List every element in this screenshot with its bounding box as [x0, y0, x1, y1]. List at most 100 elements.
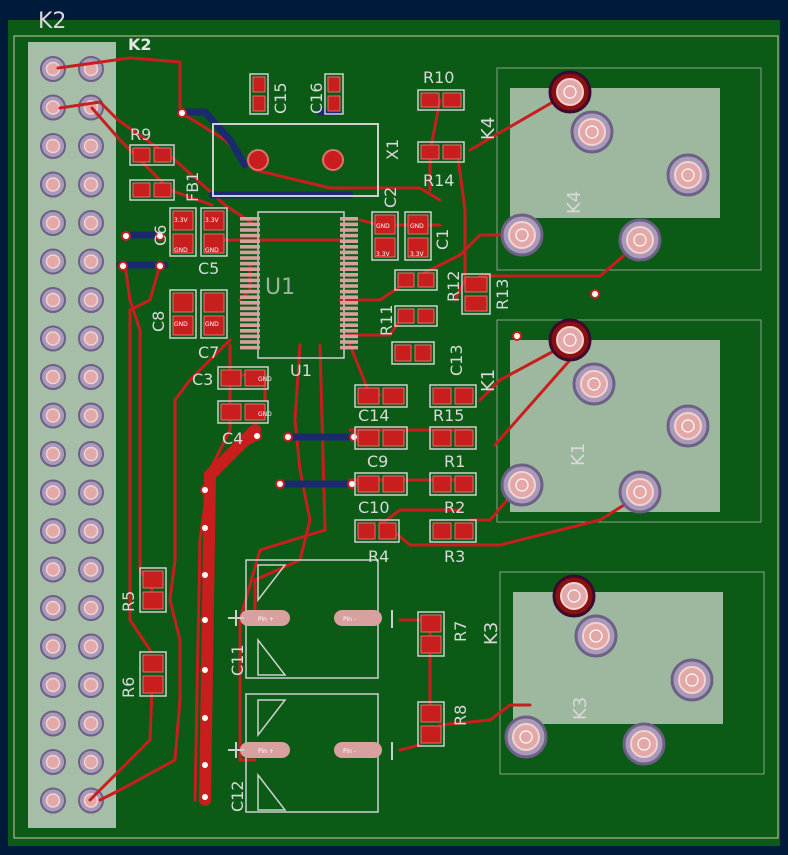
r5-body-pad-a: [142, 570, 164, 589]
via: [275, 479, 285, 489]
c10-body-pad-a: [357, 475, 380, 493]
via: [200, 615, 210, 625]
u1-pin-left: [240, 312, 260, 316]
u1-pin-right: [340, 334, 358, 339]
c8-body: [169, 289, 197, 339]
k2-pin-drill: [45, 677, 61, 693]
r13-body: [461, 273, 491, 315]
c1-label: C1: [433, 229, 452, 250]
c9-body-pad-b: [382, 429, 405, 447]
u1-pin-right: [340, 273, 358, 277]
k4-pad-area: [510, 88, 720, 218]
c5-body-pad-a: [203, 210, 225, 231]
r15-label: R15: [433, 406, 464, 425]
r12-label: R12: [444, 271, 463, 302]
r12-body: [394, 269, 438, 291]
c9-label: C9: [367, 452, 388, 471]
k2-pin-drill: [45, 408, 61, 423]
fb1-body-pad-a: [132, 182, 151, 198]
c12-pin-minus-label: Pin -: [343, 748, 356, 755]
k2-pin-drill: [45, 215, 61, 231]
k2-pin-drill: [83, 331, 99, 346]
r5-body: [139, 567, 167, 613]
r14-body-pad-b: [442, 144, 462, 160]
r7-body: [417, 611, 445, 657]
connector-pad-center: [585, 125, 599, 139]
k4-body: [496, 67, 762, 271]
connector-pad-center: [563, 333, 577, 347]
c5-v33-mark: 3.3V: [205, 217, 220, 224]
r9-body: [129, 144, 175, 166]
k2-pin-drill: [45, 639, 61, 654]
c8-label: C8: [149, 311, 168, 332]
r14-body: [417, 141, 465, 163]
connector-pad-drill: [580, 370, 608, 398]
connector-pad-drill: [508, 471, 536, 499]
c16-body-pad-b: [327, 95, 341, 112]
via: [200, 570, 210, 580]
c15-body: [249, 73, 269, 115]
r8-body-pad-a: [420, 704, 442, 723]
r9-body-pad-b: [153, 147, 172, 163]
r4-body-pad-b: [378, 522, 397, 540]
k2-pin-drill: [45, 754, 61, 770]
k3-pad-area: [513, 592, 723, 724]
u1-pin-left: [240, 289, 260, 294]
k1-inner-label: K1: [568, 443, 589, 466]
c10-body: [354, 472, 408, 496]
r15-body-pad-a: [432, 387, 452, 405]
u1-pin-right: [340, 217, 358, 221]
r3-label: R3: [444, 547, 465, 566]
u1-pin-left: [240, 217, 260, 221]
k3-body: [499, 571, 765, 775]
r8-body-pad-b: [420, 725, 442, 744]
x1-label: X1: [383, 139, 402, 160]
r11b-body-pad-a: [394, 344, 412, 362]
c4-body: [217, 400, 269, 424]
u1-pin-right: [340, 284, 358, 288]
k2-pin-drill: [83, 639, 99, 654]
c14-body-pad-a: [357, 387, 380, 405]
c11-marking: [257, 564, 287, 676]
c5-label: C5: [198, 259, 219, 278]
x1-outline: [212, 123, 379, 197]
u1-pin-right: [340, 228, 358, 232]
r5-body-pad-b: [142, 591, 164, 610]
via: [155, 261, 165, 271]
r6-body: [139, 651, 167, 697]
r1-body-pad-a: [432, 429, 452, 447]
u1-pin-left: [240, 301, 260, 305]
r11-body: [394, 305, 438, 327]
u1-pin-left: [240, 340, 260, 344]
x1-pad-2: [322, 149, 344, 171]
c5-gnd-mark: GND: [205, 247, 219, 254]
c3-body: [217, 366, 269, 390]
u1-pin-left: [240, 267, 260, 271]
u1-ghost-label: U1: [265, 275, 295, 300]
polarity-marks: [228, 610, 393, 760]
r6-body-pad-a: [142, 654, 164, 673]
connector-pad-center: [563, 85, 577, 99]
u1-pin-right: [340, 323, 358, 327]
k2-pin-drill: [83, 177, 99, 192]
c8-body-pad-a: [172, 292, 194, 313]
connector-pad-drill: [678, 666, 706, 694]
c7-gnd-mark: GND: [205, 321, 219, 328]
connector-pad-center: [567, 589, 581, 603]
via: [200, 665, 210, 675]
r15-body-pad-b: [454, 387, 474, 405]
u1-pin-left: [240, 222, 260, 227]
r7-body-pad-b: [420, 635, 442, 654]
u1-pin-left: [240, 245, 260, 249]
u1-pins: [240, 217, 358, 350]
c4-body-pad-b: [244, 403, 266, 421]
connector-pad-center: [681, 419, 695, 433]
u1-pin-left: [240, 273, 260, 277]
connector-pad-drill: [508, 221, 536, 249]
k2-pin-drill: [83, 254, 99, 269]
r10-label: R10: [423, 68, 454, 87]
u1-pin-right: [340, 261, 358, 266]
c11-label: C11: [228, 644, 247, 676]
c1-body-pad-b: [407, 237, 429, 258]
